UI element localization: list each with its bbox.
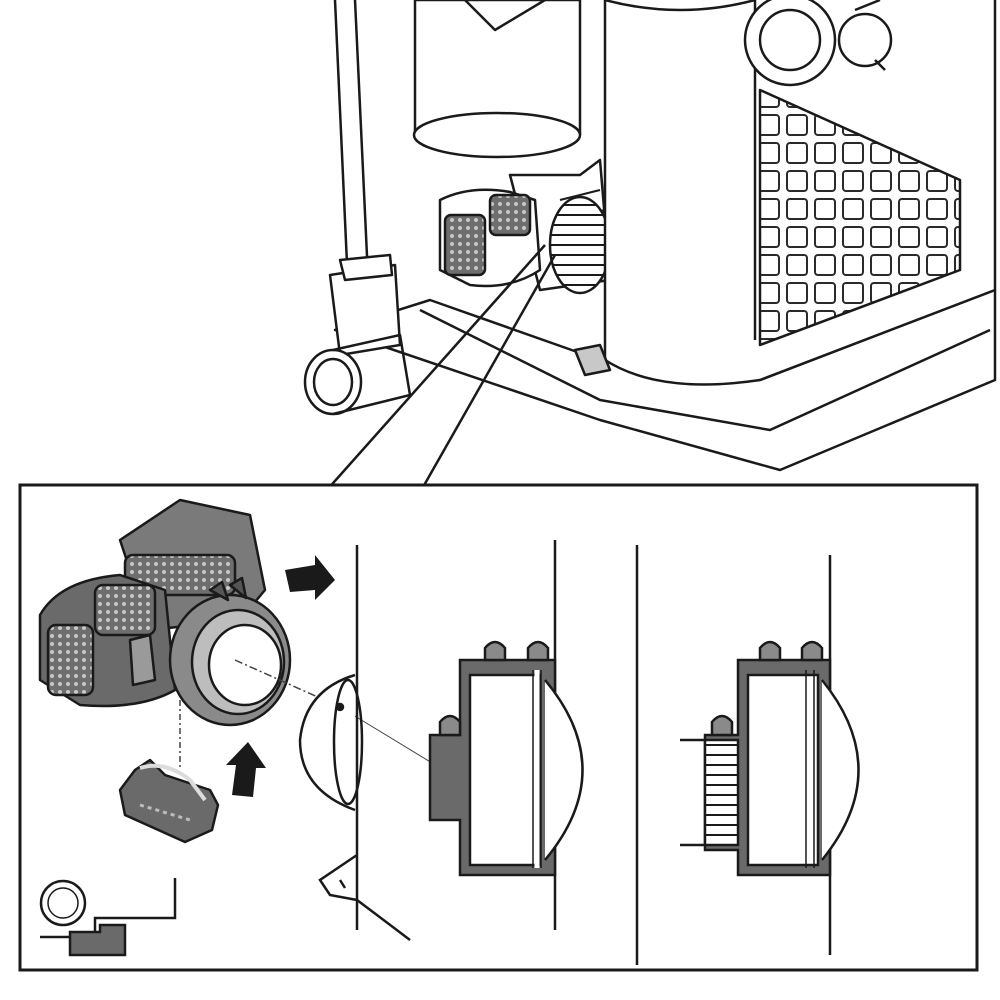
callout-lines [317,244,557,511]
tank-base-line [356,899,411,941]
callout-line-left [317,244,546,501]
guide-connector-to-port [234,659,341,708]
port-opening-rim [332,678,364,806]
ribbed-coupling-top [548,195,612,295]
level-circle-inner [47,887,79,919]
section-dome [544,679,584,861]
bolt-after-3 [710,714,734,737]
pump-front-mesh [46,623,95,697]
bolt-after-2 [800,640,824,662]
pump-connector-exploded [38,498,292,727]
pump-clip [128,633,157,687]
cross-section-before [428,540,584,930]
tank-foot-bracket [318,853,358,902]
strainer-mesh-top-2 [488,193,532,237]
top-valve-knob [837,12,893,68]
floor-level-step-icon [39,878,177,957]
mounting-clip-teeth [139,803,191,822]
arrow-up-icon [226,742,266,797]
grid-shelf [758,88,962,347]
gate-valve-pipe [332,333,412,416]
cross-section-after [680,555,860,955]
gate-valve-handle [338,253,394,282]
mounting-clip [118,758,220,844]
tray-floor-edge [419,308,991,432]
port-center-mark [335,702,345,712]
step-block [68,923,127,957]
section-insert [468,673,542,867]
bolt-after-1 [758,640,782,662]
arrow-right-icon [285,555,335,600]
bolt-1 [483,640,507,662]
bolt-2 [526,640,550,662]
direction-arrows [226,555,335,797]
connector-tabs [208,576,248,602]
tank-front-edge [604,0,757,340]
gate-valve-pipe-inner [312,357,354,407]
section-after-dome [821,679,860,861]
overview-pump-unit [303,0,997,472]
mounting-clip-top [139,763,207,802]
callout-line-right [408,254,557,511]
section-after-filter [703,738,740,847]
strainer-mesh-top [443,213,487,277]
section-after-insert [746,673,820,867]
bolt-3 [438,714,462,737]
mounting-clip-body [118,758,220,844]
pump-front-mesh-2 [93,583,157,637]
top-valve-handle [854,0,886,71]
tray-bracket [573,343,612,377]
filter-cylinder-rim [412,111,582,159]
tank-port-panel [298,545,411,941]
top-fitting-inner [758,8,822,72]
filter-top-bracket [464,0,546,32]
